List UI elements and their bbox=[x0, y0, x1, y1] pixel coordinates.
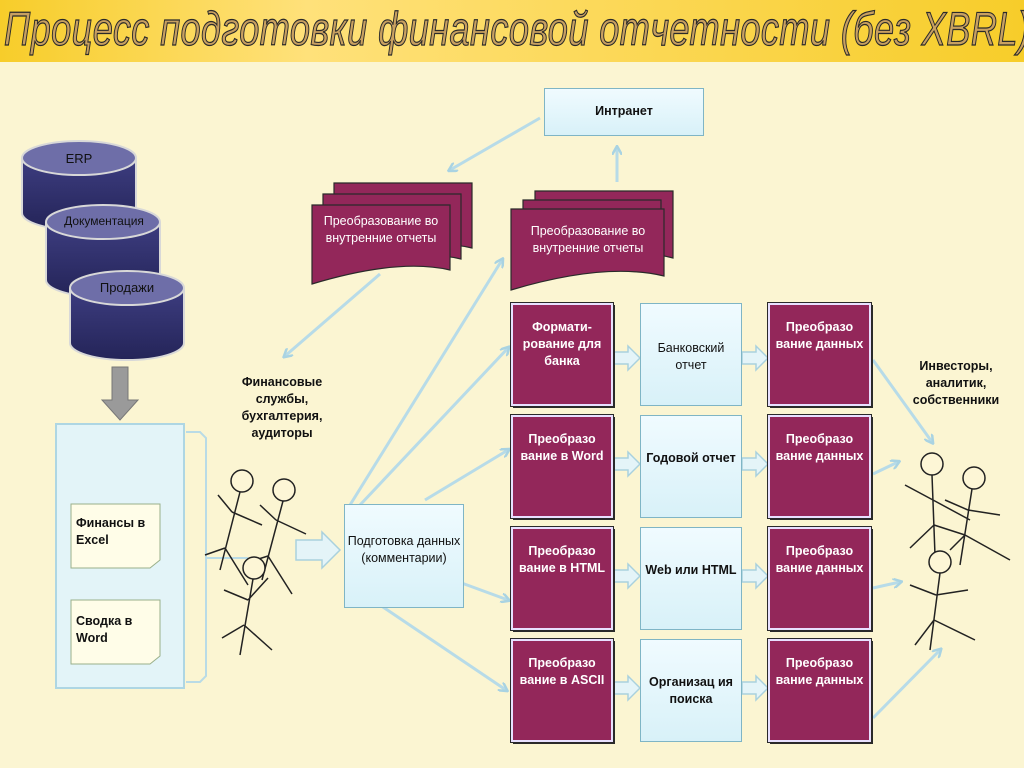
convert-html-box: Преобразо вание в HTML bbox=[510, 526, 614, 631]
data-prep-box: Подготовка данных (комментарии) bbox=[344, 504, 464, 608]
excel-doc-label: Финансы в Excel bbox=[76, 516, 146, 547]
internal-reports-left-label: Преобразование во внутренние отчеты bbox=[323, 214, 439, 245]
search-organization-box: Организац ия поиска bbox=[640, 639, 742, 742]
erp-database-icon bbox=[21, 140, 137, 231]
documentation-label: Документация bbox=[64, 214, 144, 228]
convert-data-box-1: Преобразо вание данных bbox=[767, 302, 872, 407]
word-doc-label: Сводка в Word bbox=[76, 614, 133, 645]
format-bank-box: Формати-рование для банка bbox=[510, 302, 614, 407]
convert-data-box-2: Преобразо вание данных bbox=[767, 414, 872, 519]
db-to-workspace-arrow bbox=[100, 366, 140, 421]
annual-report-box: Годовой отчет bbox=[640, 415, 742, 518]
finance-actors-label: Финансовые службы, бухгалтерия, аудиторы bbox=[241, 375, 323, 440]
intranet-box: Интранет bbox=[544, 88, 704, 136]
flow-arrows bbox=[285, 116, 940, 720]
convert-data-box-4: Преобразо вание данных bbox=[767, 638, 872, 743]
title-band bbox=[0, 0, 1024, 62]
erp-label: ERP bbox=[65, 151, 93, 166]
investors-actors-label: Инвесторы, аналитик, собственники bbox=[912, 359, 1000, 407]
convert-data-box-3: Преобразо вание данных bbox=[767, 526, 872, 631]
sales-label: Продажи bbox=[99, 280, 155, 295]
internal-reports-right-label: Преобразование во внутренние отчеты bbox=[530, 224, 646, 255]
internal-reports-right-stack bbox=[510, 190, 674, 291]
bank-report-box: Банковский отчет bbox=[640, 303, 742, 406]
block-arrows bbox=[295, 344, 770, 702]
web-html-box: Web или HTML bbox=[640, 527, 742, 630]
convert-word-box: Преобразо вание в Word bbox=[510, 414, 614, 519]
word-doc-shape bbox=[70, 599, 161, 665]
sales-database-icon bbox=[69, 270, 185, 361]
excel-doc-shape bbox=[70, 503, 161, 569]
finance-actors-icon bbox=[204, 469, 307, 656]
investors-actors-icon bbox=[904, 452, 1011, 651]
convert-ascii-box: Преобразо вание в ASCII bbox=[510, 638, 614, 743]
internal-reports-left-stack bbox=[311, 182, 473, 285]
